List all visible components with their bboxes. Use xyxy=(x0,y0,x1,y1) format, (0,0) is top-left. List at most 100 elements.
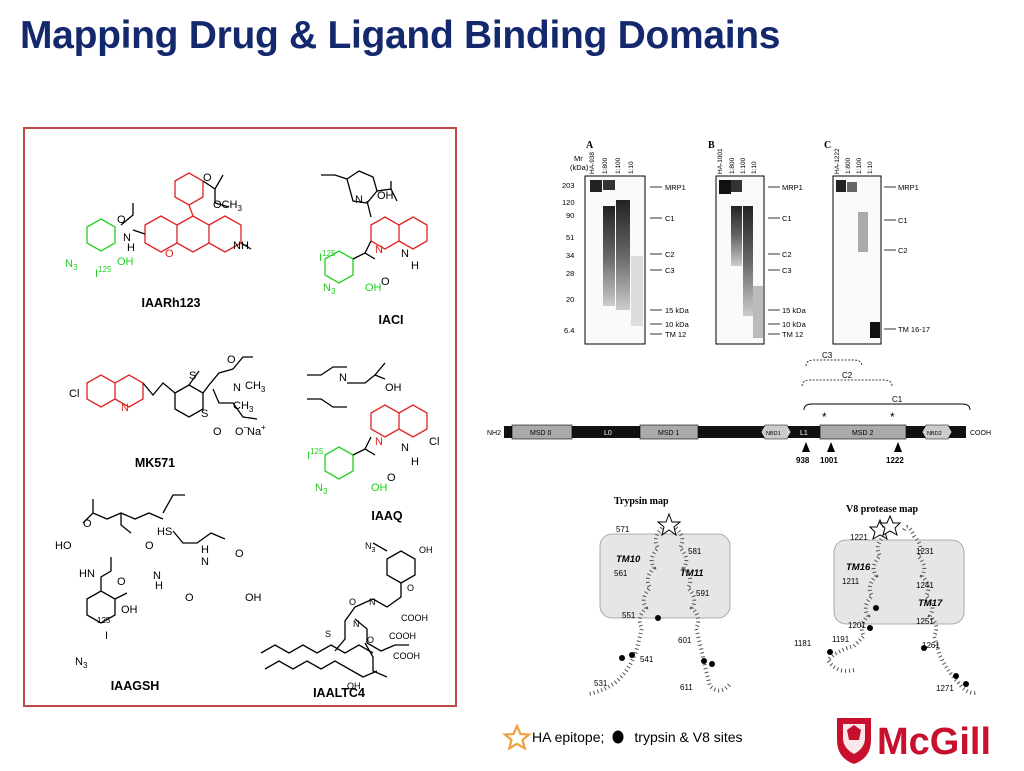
mapping-figure: Mr (kDa) 203 120 90 51 34 28 20 6.4 A HA… xyxy=(487,140,991,696)
iaci-structure xyxy=(321,170,428,284)
svg-text:OH: OH xyxy=(385,382,402,394)
svg-text:531: 531 xyxy=(594,679,608,688)
svg-text:N: N xyxy=(401,442,409,454)
svg-text:OH: OH xyxy=(245,592,262,604)
svg-text:N: N xyxy=(369,597,376,607)
svg-text:1241: 1241 xyxy=(916,581,934,590)
mw-marker: 203 xyxy=(562,181,575,190)
mw-marker: 20 xyxy=(566,295,574,304)
svg-text:O: O xyxy=(213,426,222,438)
svg-text:1:10: 1:10 xyxy=(867,161,874,174)
mw-marker: 6.4 xyxy=(564,326,574,335)
svg-text:C1: C1 xyxy=(782,214,792,223)
svg-text:561: 561 xyxy=(614,569,628,578)
svg-text:N: N xyxy=(375,436,383,448)
mw-marker: 120 xyxy=(562,198,575,207)
svg-text:N: N xyxy=(339,372,347,384)
svg-text:MRP1: MRP1 xyxy=(898,183,919,192)
svg-text:N3: N3 xyxy=(65,258,78,272)
svg-text:NBD2: NBD2 xyxy=(927,431,942,437)
svg-text:COOH: COOH xyxy=(401,613,428,623)
blot-panel-a: A HA-938 1:800 1:100 1:10 MRP1 C1 C2 C3 xyxy=(584,140,690,345)
svg-text:C3: C3 xyxy=(665,266,675,275)
svg-text:COOH: COOH xyxy=(393,651,420,661)
svg-text:Na+: Na+ xyxy=(247,423,266,438)
svg-text:15 kDa: 15 kDa xyxy=(782,306,807,315)
svg-text:1191: 1191 xyxy=(832,635,850,644)
svg-text:H: H xyxy=(411,456,419,468)
svg-text:NH: NH xyxy=(233,240,249,252)
svg-text:I125: I125 xyxy=(319,249,336,264)
svg-text:Cl: Cl xyxy=(429,436,439,448)
svg-text:591: 591 xyxy=(696,589,710,598)
svg-text:1271: 1271 xyxy=(936,684,954,693)
svg-text:N3: N3 xyxy=(365,541,376,554)
svg-text:1231: 1231 xyxy=(916,547,934,556)
svg-text:I: I xyxy=(105,630,108,642)
svg-text:MSD 1: MSD 1 xyxy=(658,430,680,437)
svg-text:O: O xyxy=(185,592,194,604)
svg-text:O: O xyxy=(145,540,154,552)
legend: HA epitope; trypsin & V8 sites xyxy=(502,724,747,750)
mw-marker: 34 xyxy=(566,251,574,260)
svg-text:OH: OH xyxy=(347,681,361,691)
mcgill-logo-text: McGill xyxy=(877,721,991,763)
svg-text:O: O xyxy=(349,597,356,607)
svg-text:1211: 1211 xyxy=(842,577,860,586)
v8-map-title: V8 protease map xyxy=(846,504,918,515)
mk571-structure xyxy=(86,356,258,420)
svg-text:A: A xyxy=(586,140,594,151)
svg-text:541: 541 xyxy=(640,655,654,664)
mw-marker: 51 xyxy=(566,233,574,242)
svg-text:O: O xyxy=(203,172,212,184)
svg-text:N3: N3 xyxy=(75,656,88,670)
svg-text:571: 571 xyxy=(616,525,630,534)
svg-text:H: H xyxy=(201,544,209,556)
svg-text:N: N xyxy=(121,402,129,414)
site-label: 1001 xyxy=(820,456,838,465)
svg-text:O: O xyxy=(387,472,396,484)
svg-text:C1: C1 xyxy=(665,214,675,223)
svg-text:TM 12: TM 12 xyxy=(665,330,686,339)
svg-text:N3: N3 xyxy=(323,282,336,296)
svg-text:N: N xyxy=(123,232,131,244)
compound-label-iaarh123: IAARh123 xyxy=(141,296,201,310)
svg-text:1:10: 1:10 xyxy=(751,161,758,174)
svg-text:1201: 1201 xyxy=(848,621,866,630)
svg-text:Cl: Cl xyxy=(69,388,79,400)
svg-text:TM10: TM10 xyxy=(616,554,641,565)
svg-text:O: O xyxy=(83,518,92,530)
compound-label-iaagsh: IAAGSH xyxy=(110,679,160,693)
compound-label-mk571: MK571 xyxy=(134,456,176,470)
svg-text:OH: OH xyxy=(117,256,134,268)
svg-text:TM11: TM11 xyxy=(680,568,704,579)
svg-text:COOH: COOH xyxy=(389,631,416,641)
svg-text:I125: I125 xyxy=(307,447,324,462)
svg-text:C3: C3 xyxy=(782,266,792,275)
mw-marker: 90 xyxy=(566,211,574,220)
svg-text:L1: L1 xyxy=(800,430,808,437)
svg-text:L0: L0 xyxy=(604,430,612,437)
svg-text:S: S xyxy=(325,629,331,639)
mcgill-logo: McGill xyxy=(835,714,1015,766)
svg-text:N: N xyxy=(355,194,363,206)
svg-text:1:100: 1:100 xyxy=(615,157,622,174)
svg-text:I125: I125 xyxy=(95,265,112,280)
svg-text:OCH3: OCH3 xyxy=(213,199,242,213)
svg-text:1261: 1261 xyxy=(922,641,940,650)
svg-text:OH: OH xyxy=(377,190,394,202)
svg-text:TM 16-17: TM 16-17 xyxy=(898,325,930,334)
iaarh123-structure xyxy=(86,172,252,253)
star-icon xyxy=(502,724,532,750)
svg-text:NBD1: NBD1 xyxy=(766,431,781,437)
svg-text:1:100: 1:100 xyxy=(856,157,863,174)
legend-sites-label: trypsin & V8 sites xyxy=(634,729,743,745)
svg-text:C2: C2 xyxy=(782,250,792,259)
svg-text:MSD 0: MSD 0 xyxy=(530,430,552,437)
svg-text:HS: HS xyxy=(157,526,172,538)
svg-text:10 kDa: 10 kDa xyxy=(782,320,807,329)
v8-map: V8 protease map 1221 1231 1211 1241 1201… xyxy=(794,504,979,695)
topology-bar: C3 C2 C1 * * NH2 COOH MSD 0 L0 MSD 1 NBD… xyxy=(487,351,991,465)
